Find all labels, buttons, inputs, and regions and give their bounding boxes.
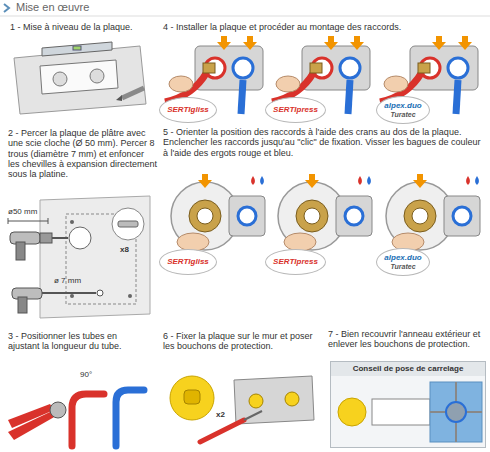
quantity-label: x8 [120,245,129,254]
step-text: 1 - Mise à niveau de la plaque. [10,22,155,32]
brand-badge: SERTIgliss [159,249,217,275]
angle-label: 90° [80,370,92,379]
brand-badge: alpex.duoTuratec [376,248,430,276]
brand-badge: SERTIpress [265,97,326,123]
section-title: Mise en œuvre [16,1,89,13]
brand-name: SERTIgliss [167,105,209,114]
step-text: 7 - Bien recouvrir l'anneau extérieur et… [328,329,486,350]
brand-badge: SERTIpress [265,249,326,275]
brand-subname: Turatec [390,263,415,271]
brand-badge: SERTIgliss [159,97,217,123]
brand-subname: Turatec [390,111,415,119]
brand-name: alpex.duo [384,101,421,110]
quantity-label: x2 [216,410,225,419]
step-text: 6 - Fixer la plaque sur le mur et poser … [163,331,318,352]
dimension-label: ø 7 mm [54,276,81,285]
step-text: 4 - Installer la plaque et procéder au m… [163,22,485,32]
brand-name: Conseil de pose de carrelage [331,364,485,374]
step-text: 3 - Positionner les tubes en ajustant la… [8,331,148,352]
tip-panel: Conseil de pose de carrelage [330,361,486,448]
step-text: 2 - Percer la plaque de plâtre avec une … [8,128,158,180]
brand-badge: alpex.duoTuratec [376,96,430,124]
brand-name: alpex.duo [384,253,421,262]
brand-name: SERTIpress [273,105,318,114]
brand-name: SERTIgliss [167,257,209,266]
brand-name: SERTIpress [273,257,318,266]
step-text: 5 - Orienter la position des raccords à … [163,127,485,158]
dimension-label: ø50 mm [8,207,37,216]
